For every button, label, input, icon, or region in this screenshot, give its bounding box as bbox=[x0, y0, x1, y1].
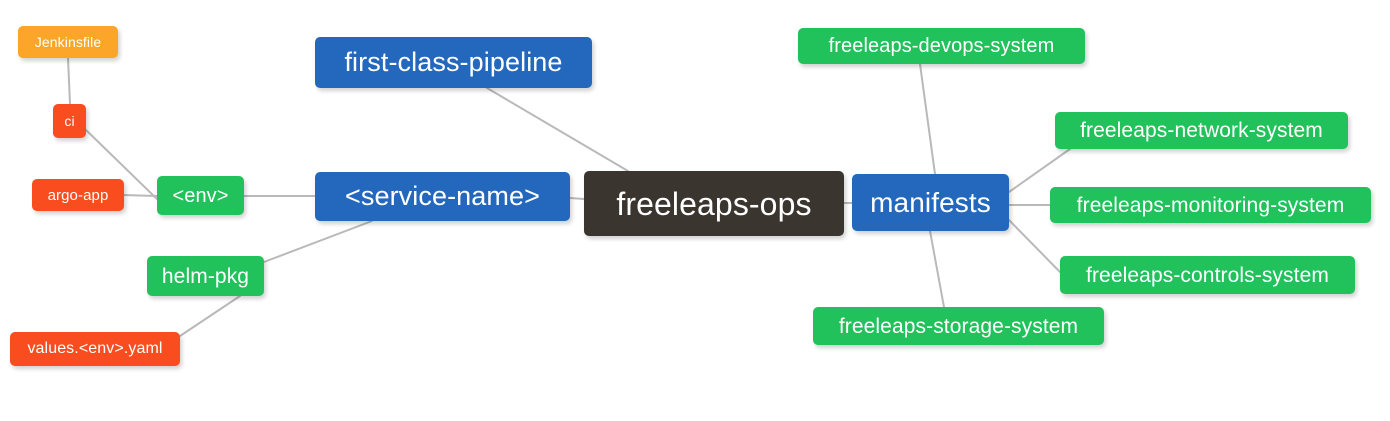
node-label-helm-pkg: helm-pkg bbox=[161, 264, 250, 288]
node-label-first-class-pipeline: first-class-pipeline bbox=[344, 47, 563, 77]
mindmap-node-helm-pkg[interactable]: helm-pkg bbox=[147, 256, 264, 296]
mindmap-node-jenkinsfile[interactable]: Jenkinsfile bbox=[18, 26, 118, 58]
node-label-ci: ci bbox=[64, 113, 75, 129]
mindmap-node-freeleaps-storage-system[interactable]: freeleaps-storage-system bbox=[813, 307, 1104, 345]
node-label-freeleaps-devops-system: freeleaps-devops-system bbox=[828, 35, 1055, 57]
mindmap-node-freeleaps-ops[interactable]: freeleaps-ops bbox=[584, 171, 844, 236]
node-label-freeleaps-network-system: freeleaps-network-system bbox=[1080, 119, 1323, 142]
edge-freeleaps-controls-system-to-manifests bbox=[1008, 219, 1061, 273]
node-label-freeleaps-ops: freeleaps-ops bbox=[616, 185, 812, 222]
edge-freeleaps-devops-system-to-manifests bbox=[919, 63, 936, 175]
mindmap-node-manifests[interactable]: manifests bbox=[852, 174, 1009, 231]
mindmap-node-freeleaps-devops-system[interactable]: freeleaps-devops-system bbox=[798, 28, 1085, 64]
edge-helm-pkg-to-service-name bbox=[263, 220, 373, 263]
node-label-service-name: <service-name> bbox=[345, 181, 540, 211]
node-label-manifests: manifests bbox=[870, 186, 991, 218]
node-label-values-yaml: values.<env>.yaml bbox=[27, 340, 163, 357]
mindmap-node-ci[interactable]: ci bbox=[53, 104, 86, 138]
node-label-env: <env> bbox=[172, 184, 229, 207]
edge-freeleaps-storage-system-to-manifests bbox=[929, 230, 945, 308]
edge-jenkinsfile-to-ci bbox=[67, 57, 71, 105]
node-label-freeleaps-monitoring-system: freeleaps-monitoring-system bbox=[1076, 193, 1345, 217]
mindmap-node-freeleaps-monitoring-system[interactable]: freeleaps-monitoring-system bbox=[1050, 187, 1371, 223]
edge-values-yaml-to-helm-pkg bbox=[179, 295, 241, 337]
mindmap-node-freeleaps-network-system[interactable]: freeleaps-network-system bbox=[1055, 112, 1348, 149]
mindmap-node-env[interactable]: <env> bbox=[157, 176, 244, 215]
edge-service-name-to-freeleaps-ops bbox=[569, 197, 585, 200]
node-label-freeleaps-storage-system: freeleaps-storage-system bbox=[838, 314, 1079, 338]
mindmap-node-argo-app[interactable]: argo-app bbox=[32, 179, 124, 211]
edge-freeleaps-network-system-to-manifests bbox=[1008, 148, 1071, 193]
edge-argo-app-to-env bbox=[123, 194, 158, 197]
mindmap-node-service-name[interactable]: <service-name> bbox=[315, 172, 570, 221]
edge-first-class-pipeline-to-freeleaps-ops bbox=[486, 87, 629, 172]
node-label-argo-app: argo-app bbox=[47, 186, 109, 204]
node-label-freeleaps-controls-system: freeleaps-controls-system bbox=[1086, 263, 1329, 287]
mindmap-node-first-class-pipeline[interactable]: first-class-pipeline bbox=[315, 37, 592, 88]
mindmap-node-freeleaps-controls-system[interactable]: freeleaps-controls-system bbox=[1060, 256, 1355, 294]
node-label-jenkinsfile: Jenkinsfile bbox=[34, 34, 102, 50]
mindmap-node-values-yaml[interactable]: values.<env>.yaml bbox=[10, 332, 180, 366]
